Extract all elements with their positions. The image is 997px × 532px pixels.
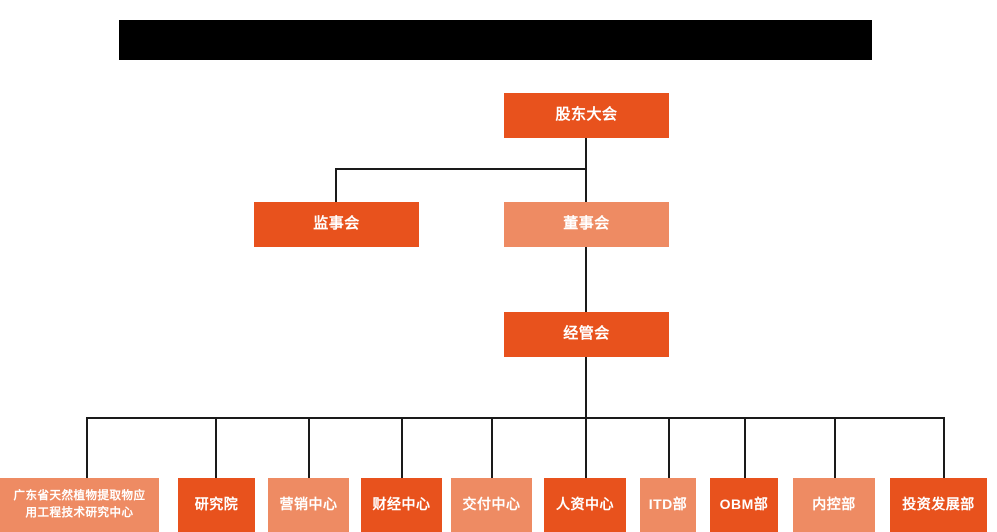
- connector-l2-bus: [335, 168, 587, 170]
- connector-drop-dept-3: [308, 417, 310, 478]
- node-dept-itd[interactable]: ITD部: [640, 478, 696, 532]
- node-label: 投资发展部: [902, 496, 975, 513]
- node-label: 广东省天然植物提取物应 用工程技术研究中心: [13, 490, 146, 519]
- connector-drop-dept-7: [668, 417, 670, 478]
- node-label: 财经中心: [372, 496, 431, 513]
- connector-directors-to-management: [585, 247, 587, 312]
- node-dept-internal-control[interactable]: 内控部: [793, 478, 875, 532]
- node-management-committee[interactable]: 经管会: [504, 312, 669, 357]
- connector-l1-down: [585, 138, 587, 169]
- node-label: OBM部: [719, 496, 769, 513]
- node-dept-delivery-center[interactable]: 交付中心: [451, 478, 532, 532]
- connector-department-bus: [86, 417, 945, 419]
- node-label: 股东大会: [555, 106, 618, 124]
- connector-drop-dept-9: [834, 417, 836, 478]
- node-label: 交付中心: [462, 496, 521, 513]
- node-dept-research-institute[interactable]: 研究院: [178, 478, 255, 532]
- node-shareholders-meeting[interactable]: 股东大会: [504, 93, 669, 138]
- redacted-title-banner: [119, 20, 872, 60]
- connector-drop-dept-4: [401, 417, 403, 478]
- node-dept-guangdong-research-center[interactable]: 广东省天然植物提取物应 用工程技术研究中心: [0, 478, 159, 532]
- connector-drop-dept-10: [943, 417, 945, 478]
- node-dept-investment-development[interactable]: 投资发展部: [890, 478, 987, 532]
- node-label: 监事会: [313, 215, 360, 233]
- node-board-of-directors[interactable]: 董事会: [504, 202, 669, 247]
- connector-drop-dept-8: [744, 417, 746, 478]
- node-label: 经管会: [563, 325, 610, 343]
- connector-down-supervisors: [335, 168, 337, 202]
- node-dept-marketing-center[interactable]: 营销中心: [268, 478, 349, 532]
- node-label: 内控部: [812, 496, 856, 513]
- node-dept-human-resources-center[interactable]: 人资中心: [544, 478, 626, 532]
- connector-drop-dept-1: [86, 417, 88, 478]
- connector-management-down: [585, 357, 587, 418]
- connector-drop-dept-6: [585, 417, 587, 478]
- node-dept-finance-center[interactable]: 财经中心: [361, 478, 442, 532]
- node-label: 研究院: [194, 496, 239, 513]
- connector-drop-dept-5: [491, 417, 493, 478]
- node-label: 营销中心: [279, 496, 338, 513]
- node-label: 人资中心: [556, 496, 614, 513]
- node-label: 董事会: [563, 215, 610, 233]
- connector-down-directors: [585, 168, 587, 202]
- node-label: ITD部: [648, 496, 688, 513]
- node-dept-obm[interactable]: OBM部: [710, 478, 778, 532]
- connector-drop-dept-2: [215, 417, 217, 478]
- node-board-of-supervisors[interactable]: 监事会: [254, 202, 419, 247]
